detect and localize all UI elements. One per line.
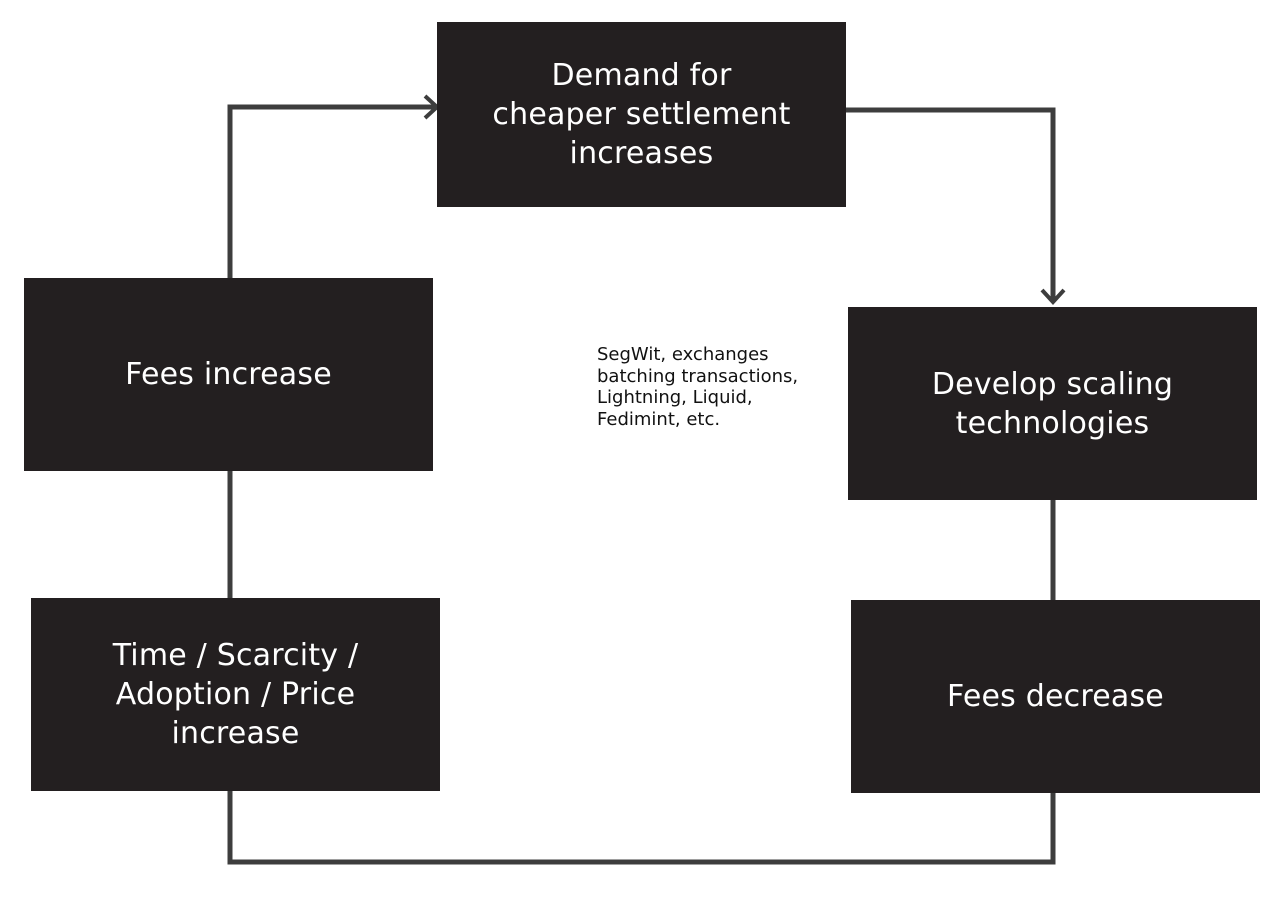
node-demand: Demand for cheaper settlement increases [437,22,846,207]
node-develop-scaling: Develop scaling technologies [848,307,1257,500]
connector-fees-increase-to-demand [227,104,436,278]
node-time-scarcity-label: Time / Scarcity / Adoption / Price incre… [112,638,359,751]
node-fees-decrease-label: Fees decrease [947,679,1164,714]
node-time-scarcity-adoption-price: Time / Scarcity / Adoption / Price incre… [31,598,440,791]
scaling-examples-annotation: SegWit, exchanges batching transactions,… [597,344,799,430]
node-fees-increase-label: Fees increase [125,357,332,392]
node-fees-increase: Fees increase [24,278,433,471]
node-demand-label: Demand for cheaper settlement increases [492,58,791,171]
connector-demand-to-scaling [846,107,1056,301]
node-develop-scaling-label: Develop scaling technologies [931,366,1174,441]
arrowhead-to-scaling [1040,288,1066,305]
node-fees-decrease: Fees decrease [851,600,1260,793]
connector-fees-decrease-to-time [227,791,1056,865]
